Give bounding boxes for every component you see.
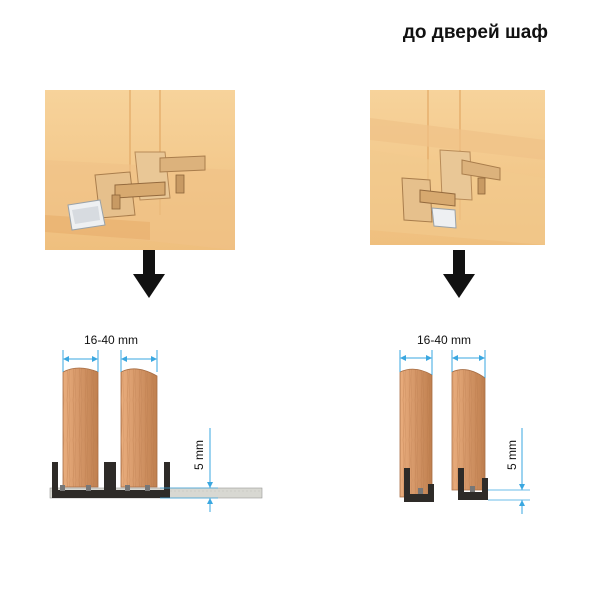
right-cross-section: 16-40 mm 5 mm	[399, 333, 530, 514]
width-label-left: 16-40 mm	[84, 333, 138, 347]
left-mounting-illustration	[45, 90, 235, 250]
page-title: до дверей шаф	[402, 22, 548, 43]
door-right-1	[399, 368, 433, 498]
bottom-guide-left	[52, 462, 170, 498]
door-left-2	[120, 368, 158, 488]
width-dimension-left: 16-40 mm	[62, 333, 158, 372]
gap-dimension-left: 5 mm	[160, 428, 218, 512]
left-cross-section: 16-40 mm 5 mm	[49, 333, 263, 512]
down-arrow-right-icon	[443, 250, 475, 298]
down-arrow-left-icon	[133, 250, 165, 298]
gap-dimension-right: 5 mm	[488, 428, 530, 514]
bottom-guide-right	[404, 468, 488, 502]
sliding-mechanism-right	[401, 149, 501, 229]
sliding-mechanism-left	[67, 151, 206, 231]
gap-label-left: 5 mm	[192, 440, 206, 470]
door-left-1	[62, 367, 99, 488]
gap-label-right: 5 mm	[505, 440, 519, 470]
width-dimension-right: 16-40 mm	[399, 333, 486, 378]
door-right-2	[451, 369, 486, 491]
width-label-right: 16-40 mm	[417, 333, 471, 347]
right-mounting-illustration	[370, 90, 545, 245]
